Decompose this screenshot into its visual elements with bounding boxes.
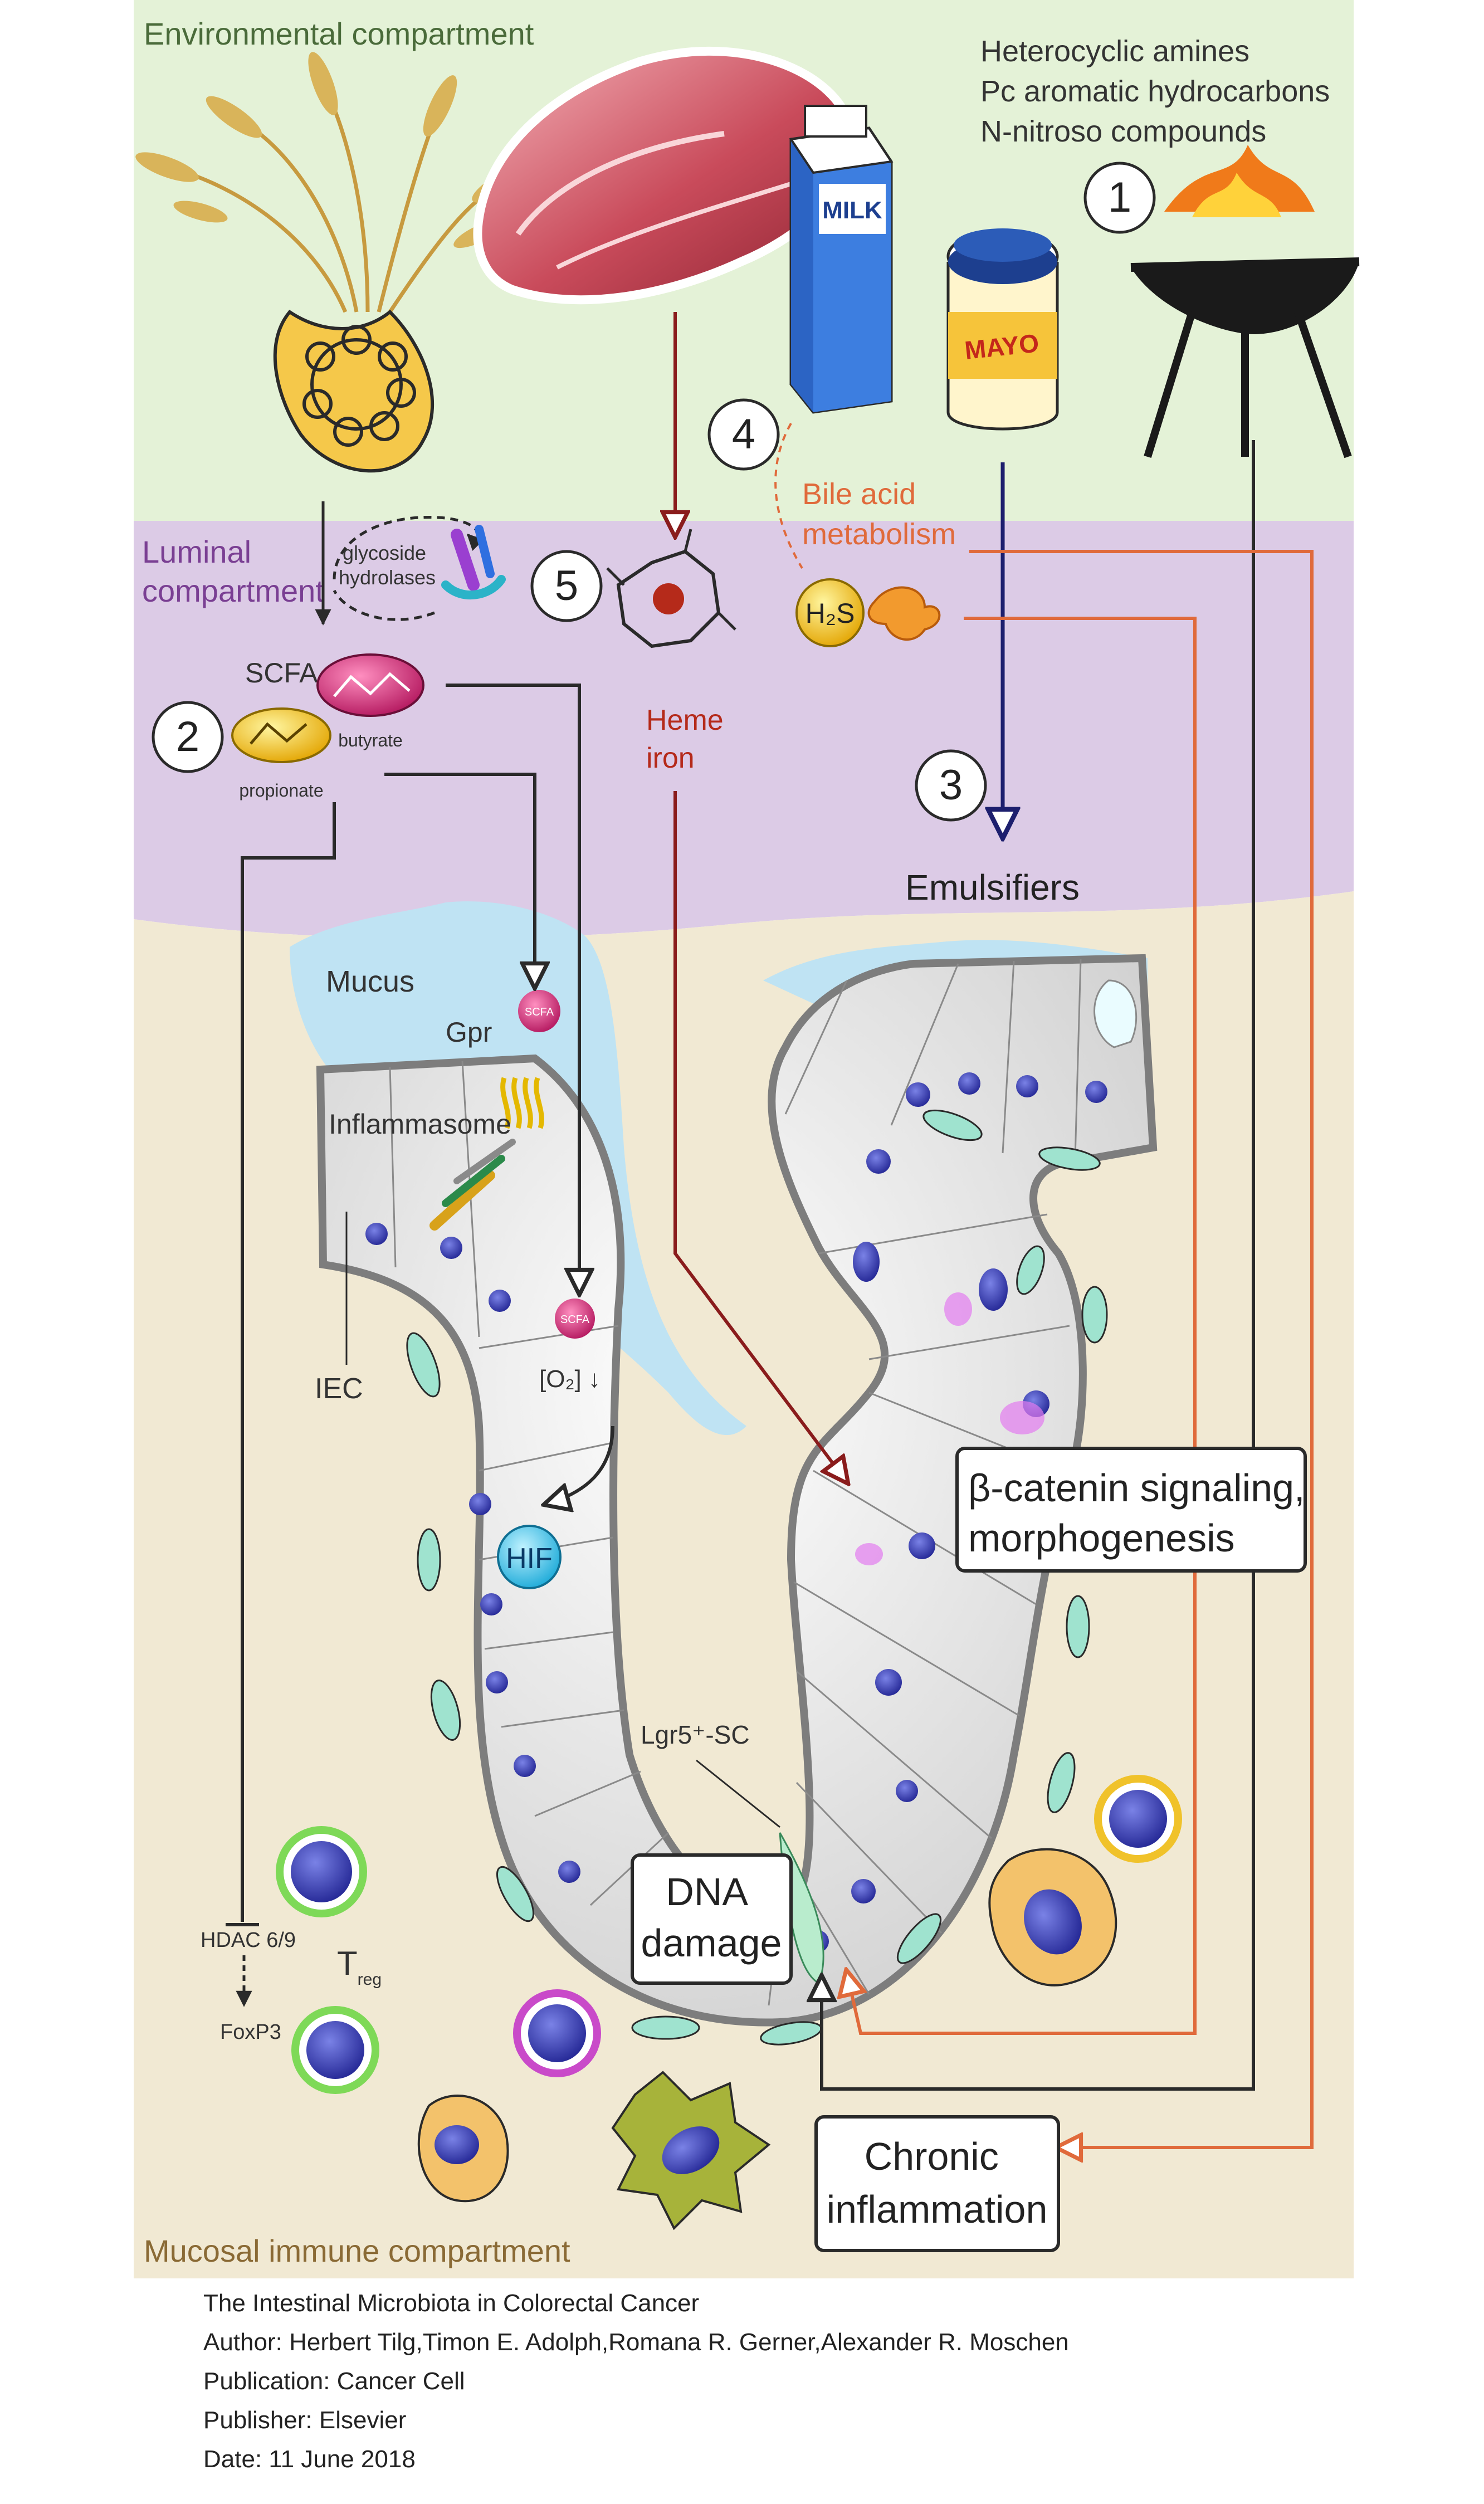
svg-text:3: 3 [939, 762, 963, 809]
svg-text:Chronic inflammation: Chronic inflammation [827, 2135, 1048, 2231]
hif-molecule: HIF [497, 1525, 562, 1589]
gpr-label: Gpr [446, 1017, 492, 1048]
svg-text:5: 5 [555, 562, 578, 609]
h2s-to-dna-damage-arrow [847, 617, 1197, 2035]
macrophage-lower-left [417, 2095, 509, 2203]
number-badge-4: 4 [707, 398, 780, 471]
carcinogen-list: Heterocyclic amines Pc aromatic hydrocar… [980, 35, 1338, 148]
svg-text:2: 2 [176, 713, 199, 760]
foxp3-label: FoxP3 [220, 2020, 281, 2044]
svg-text:4: 4 [732, 411, 755, 458]
grill-icon [1130, 145, 1360, 458]
oxygen-decrease-label: [O₂] ↓ [539, 1365, 601, 1393]
mucosal-immune-compartment-label: Mucosal immune compartment [144, 2233, 570, 2268]
milk-label: MILK [822, 197, 882, 224]
bile-microbe-icon [867, 586, 941, 641]
goblet-cell-vacuole [1094, 979, 1138, 1048]
svg-text:SCFA: SCFA [525, 1006, 554, 1018]
bile-acid-metabolism-label: Bile acid metabolism [802, 477, 956, 551]
environmental-compartment-label: Environmental compartment [144, 16, 534, 51]
chronic-inflammation-box: Chronic inflammation [814, 2115, 1060, 2252]
macrophage-right [988, 1848, 1117, 1986]
gpr-receptor-icon [500, 1077, 544, 1129]
treg-cell-lower [291, 2006, 379, 2094]
caption-publication: Publication: Cancer Cell [203, 2368, 465, 2395]
luminal-compartment-bg [134, 521, 1354, 939]
caption-date: Date: 11 June 2018 [203, 2446, 416, 2473]
scfa-intracellular: SCFA [555, 1299, 595, 1339]
lgr5-pointer-line [696, 1759, 780, 1828]
svg-text:butyrate: butyrate [338, 730, 403, 750]
butyrate-molecule: butyrate [316, 653, 424, 750]
yellow-lymphocyte [1094, 1775, 1182, 1863]
heme-iron-label: Heme iron [646, 704, 731, 774]
propionate-molecule: propionate [231, 707, 331, 801]
caption-author: Author: Herbert Tilg,Timon E. Adolph,Rom… [203, 2329, 1069, 2356]
enzyme-icon [441, 525, 506, 600]
dna-damage-box: DNA damage [631, 1853, 793, 1985]
iec-label: IEC [315, 1373, 363, 1405]
svg-text:propionate: propionate [239, 780, 323, 801]
milk-to-bile-dashed-arrow [774, 423, 803, 569]
glycoside-hydrolases-cycle: glycoside hydrolases [333, 516, 506, 621]
inflammasome-complex-icon [429, 1139, 516, 1231]
svg-text:H₂S: H₂S [806, 598, 855, 629]
figure-caption: The Intestinal Microbiota in Colorectal … [203, 2284, 1317, 2479]
oxygen-to-hif-arrow [546, 1426, 614, 1504]
mayo-jar-icon: MAYO [946, 228, 1059, 431]
emulsifiers-label: Emulsifiers [905, 867, 1080, 907]
svg-text:DNA damage: DNA damage [641, 1870, 782, 1965]
svg-text:SCFA: SCFA [560, 1314, 590, 1326]
lgr5-stem-cell-label: Lgr5⁺-SC [641, 1720, 750, 1749]
number-badge-1: 1 [1083, 162, 1156, 234]
scfa-to-hdac-inhibition-line [241, 802, 336, 1922]
svg-text:HIF: HIF [506, 1543, 553, 1575]
scfa-label: SCFA [245, 657, 318, 689]
luminal-compartment-label: Luminal compartment [142, 534, 324, 608]
dendritic-cell [611, 2071, 771, 2230]
hdac-label: HDAC 6/9 [201, 1929, 296, 1952]
svg-text:glycoside hydrolases: glycoside hydrolases [339, 541, 436, 589]
heme-to-beta-catenin-arrow [673, 791, 847, 1482]
number-badge-3: 3 [915, 749, 987, 822]
grill-to-dna-damage-arrow [822, 440, 1255, 2091]
bile-to-chronic-inflammation-arrow [969, 550, 1314, 2147]
caption-publisher: Publisher: Elsevier [203, 2407, 407, 2434]
number-badge-2: 2 [152, 701, 224, 773]
caption-title: The Intestinal Microbiota in Colorectal … [203, 2290, 700, 2317]
scfa-to-gpr-arrow [384, 773, 535, 986]
mucus-label: Mucus [326, 965, 414, 998]
scfa-ligand-gpr: SCFA [518, 990, 560, 1032]
scfa-to-intracellular-arrow [446, 684, 579, 1292]
inflammasome-label: Inflammasome [329, 1109, 511, 1140]
milk-carton-icon: MILK [789, 105, 894, 414]
h2s-molecule: H₂S [795, 578, 865, 647]
beta-catenin-box: β-catenin signaling, morphogenesis [955, 1447, 1316, 1573]
treg-label: Treg [337, 1945, 382, 1989]
red-meat-icon [473, 47, 856, 305]
number-badge-5: 5 [530, 550, 603, 622]
treg-cell-upper [276, 1826, 367, 1917]
beta-catenin-nuclear-staining [855, 1292, 1044, 1565]
magenta-lymphocyte [513, 1989, 601, 2077]
svg-text:β-catenin signaling, mor: β-catenin signaling, morphogenesis [968, 1466, 1316, 1560]
svg-text:1: 1 [1108, 174, 1131, 221]
